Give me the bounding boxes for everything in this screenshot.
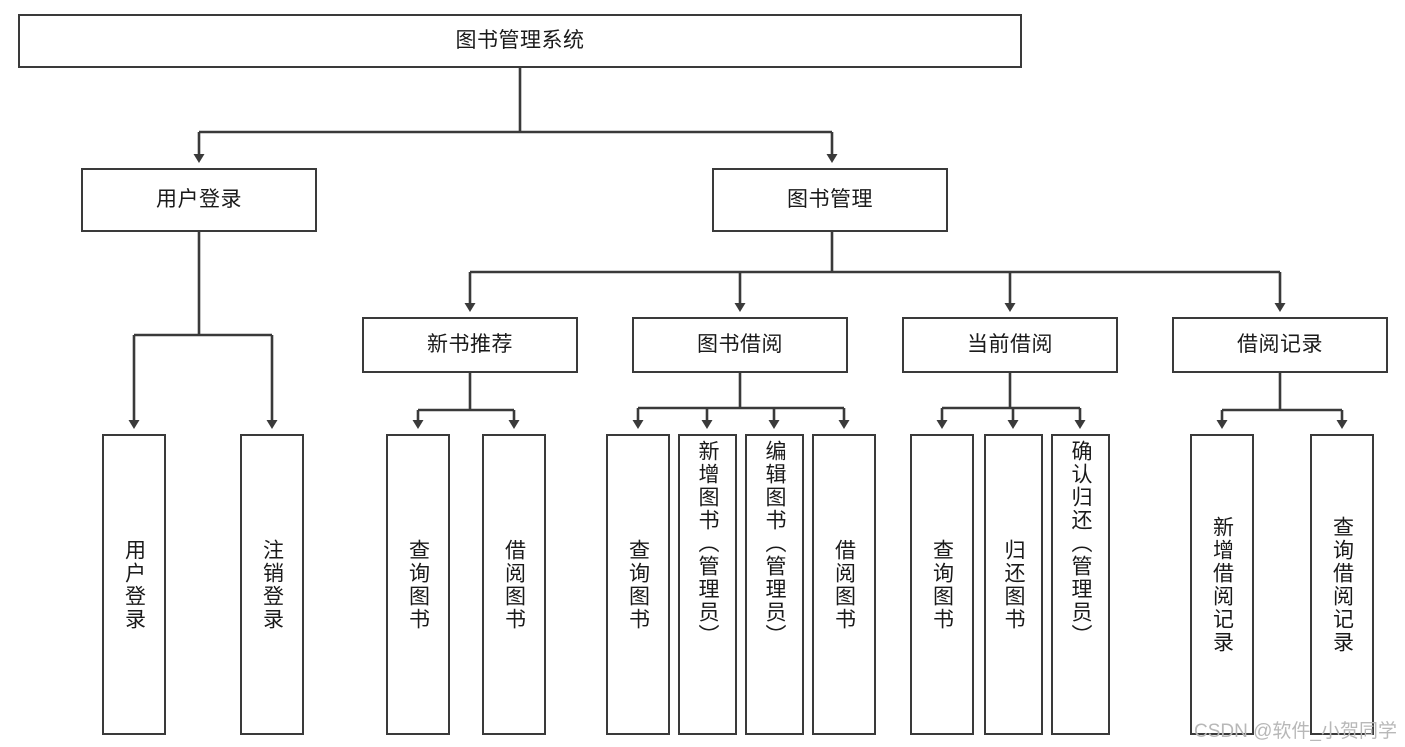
leaf-borrow-book[interactable]: 借阅图书 <box>812 434 876 735</box>
leaf-query-borrow-record-inner: 查询借阅记录 <box>1312 436 1372 733</box>
leaf-logout-label: 注销登录 <box>260 538 284 631</box>
leaf-edit-book-admin-inner: 编辑图书（管理员） <box>747 436 802 737</box>
leaf-query-book-borrow-label: 查询图书 <box>626 538 650 631</box>
node-new-book-recommend[interactable]: 新书推荐 <box>362 317 578 373</box>
leaf-edit-book-admin-label: 编辑图书（管理员） <box>763 440 786 647</box>
leaf-borrow-book-newbook-inner: 借阅图书 <box>484 436 544 733</box>
leaf-confirm-return-admin-inner: 确认归还（管理员） <box>1053 436 1108 737</box>
node-user-login[interactable]: 用户登录 <box>81 168 317 232</box>
leaf-query-book-current[interactable]: 查询图书 <box>910 434 974 735</box>
leaf-user-login-label: 用户登录 <box>122 538 146 631</box>
node-root-system-label: 图书管理系统 <box>455 28 585 52</box>
node-root-system[interactable]: 图书管理系统 <box>18 14 1022 68</box>
node-current-borrow[interactable]: 当前借阅 <box>902 317 1118 373</box>
leaf-query-book-current-label: 查询图书 <box>930 538 954 631</box>
leaf-query-book-current-inner: 查询图书 <box>912 436 972 733</box>
node-user-login-label: 用户登录 <box>156 187 242 211</box>
leaf-query-book-newbook-inner: 查询图书 <box>388 436 448 733</box>
leaf-return-book[interactable]: 归还图书 <box>984 434 1043 735</box>
leaf-logout-inner: 注销登录 <box>242 436 302 733</box>
leaf-borrow-book-newbook[interactable]: 借阅图书 <box>482 434 546 735</box>
leaf-borrow-book-label: 借阅图书 <box>832 538 856 631</box>
node-borrow-record-label: 借阅记录 <box>1237 332 1323 356</box>
leaf-return-book-label: 归还图书 <box>1002 538 1025 631</box>
leaf-add-borrow-record-inner: 新增借阅记录 <box>1192 436 1252 733</box>
leaf-add-book-admin-label: 新增图书（管理员） <box>696 440 719 647</box>
leaf-query-book-newbook-label: 查询图书 <box>406 538 430 631</box>
leaf-add-book-admin-inner: 新增图书（管理员） <box>680 436 735 737</box>
leaf-query-book-borrow-inner: 查询图书 <box>608 436 668 733</box>
node-new-book-recommend-label: 新书推荐 <box>427 332 513 356</box>
node-borrow-record[interactable]: 借阅记录 <box>1172 317 1388 373</box>
node-book-management-label: 图书管理 <box>787 187 873 211</box>
node-book-management[interactable]: 图书管理 <box>712 168 948 232</box>
leaf-query-book-borrow[interactable]: 查询图书 <box>606 434 670 735</box>
node-book-borrow[interactable]: 图书借阅 <box>632 317 848 373</box>
leaf-logout[interactable]: 注销登录 <box>240 434 304 735</box>
leaf-return-book-inner: 归还图书 <box>986 436 1041 733</box>
leaf-confirm-return-admin-label: 确认归还（管理员） <box>1069 440 1092 647</box>
leaf-query-borrow-record-label: 查询借阅记录 <box>1330 515 1354 654</box>
node-book-borrow-label: 图书借阅 <box>697 332 783 356</box>
leaf-query-borrow-record[interactable]: 查询借阅记录 <box>1310 434 1374 735</box>
leaf-add-borrow-record[interactable]: 新增借阅记录 <box>1190 434 1254 735</box>
leaf-user-login-inner: 用户登录 <box>104 436 164 733</box>
leaf-query-book-newbook[interactable]: 查询图书 <box>386 434 450 735</box>
node-current-borrow-label: 当前借阅 <box>967 332 1053 356</box>
leaf-confirm-return-admin[interactable]: 确认归还（管理员） <box>1051 434 1110 735</box>
leaf-borrow-book-inner: 借阅图书 <box>814 436 874 733</box>
leaf-edit-book-admin[interactable]: 编辑图书（管理员） <box>745 434 804 735</box>
leaf-user-login[interactable]: 用户登录 <box>102 434 166 735</box>
watermark: CSDN @软件_小贺同学 <box>1194 721 1397 742</box>
leaf-borrow-book-newbook-label: 借阅图书 <box>502 538 526 631</box>
leaf-add-borrow-record-label: 新增借阅记录 <box>1210 515 1234 654</box>
leaf-add-book-admin[interactable]: 新增图书（管理员） <box>678 434 737 735</box>
